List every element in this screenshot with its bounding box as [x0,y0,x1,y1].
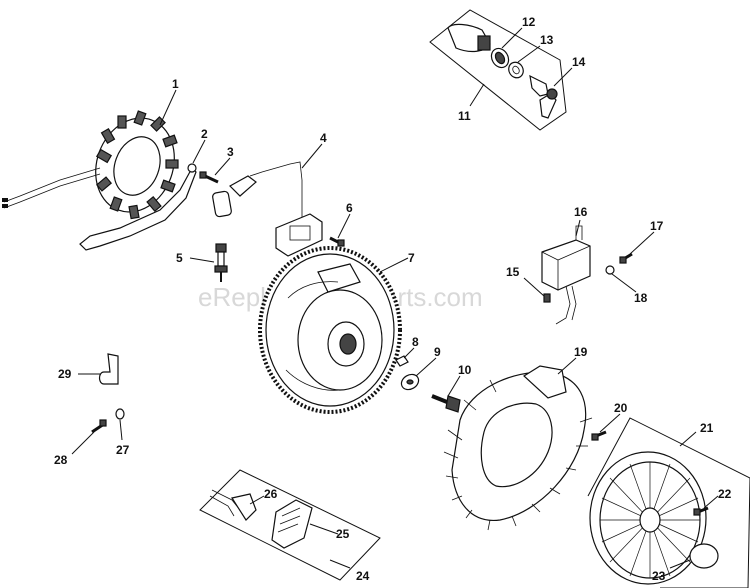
callout-11: 11 [458,109,471,123]
part-nut-18[interactable] [605,265,615,275]
callout-5: 5 [176,251,183,265]
part-flywheel[interactable] [258,246,402,414]
callout-27: 27 [116,443,130,457]
part-harness-group[interactable] [199,469,381,581]
callout-8: 8 [412,335,419,349]
callout-10: 10 [458,363,472,377]
callout-15: 15 [506,265,520,279]
callout-20: 20 [614,401,628,415]
callout-13: 13 [540,33,554,47]
callout-14: 14 [572,55,586,69]
part-screw-15[interactable] [543,293,551,303]
callout-1: 1 [172,77,179,91]
callout-21: 21 [700,421,714,435]
part-screw-3[interactable] [199,171,219,184]
part-nut-13[interactable] [506,60,526,81]
callout-23: 23 [652,569,666,583]
part-regulator-module[interactable] [541,225,591,325]
part-washer[interactable] [399,371,422,392]
callout-17: 17 [650,219,664,233]
callout-9: 9 [434,345,441,359]
callout-24: 24 [356,569,370,583]
callout-16: 16 [574,205,588,219]
callout-3: 3 [227,145,234,159]
callout-29: 29 [58,367,72,381]
part-screw-6[interactable] [329,236,345,247]
callout-4: 4 [320,131,327,145]
callout-19: 19 [574,345,588,359]
part-screw-20[interactable] [591,430,607,441]
part-bolt[interactable] [431,394,461,413]
part-bracket[interactable] [79,163,197,251]
part-keys[interactable] [529,74,558,119]
callout-22: 22 [718,487,732,501]
callout-6: 6 [346,201,353,215]
part-screen-group[interactable] [587,417,750,588]
part-key[interactable] [395,355,409,367]
part-spark-plug[interactable] [214,243,228,282]
part-screw-28[interactable] [91,419,107,434]
callout-7: 7 [408,251,415,265]
part-clamp-29[interactable] [98,353,119,385]
part-nut-12[interactable] [488,45,512,70]
part-stator[interactable] [2,107,187,223]
callout-28: 28 [54,453,68,467]
callout-12: 12 [522,15,536,29]
part-blower-housing[interactable] [443,365,593,531]
part-screw-22[interactable] [693,506,709,516]
leader-lines [71,27,719,569]
part-regulator-25[interactable] [271,499,313,549]
part-screw-17[interactable] [619,252,633,264]
callout-2: 2 [201,127,208,141]
part-ignition-switch-group[interactable] [429,9,567,131]
part-ring-23[interactable] [689,543,719,569]
part-ignition-module[interactable] [212,161,323,257]
callout-26: 26 [264,487,278,501]
callout-numbers: 1 2 3 4 5 6 7 8 9 10 11 12 13 14 15 16 1… [54,15,732,583]
callout-25: 25 [336,527,350,541]
callout-18: 18 [634,291,648,305]
part-nut-27[interactable] [115,408,125,420]
